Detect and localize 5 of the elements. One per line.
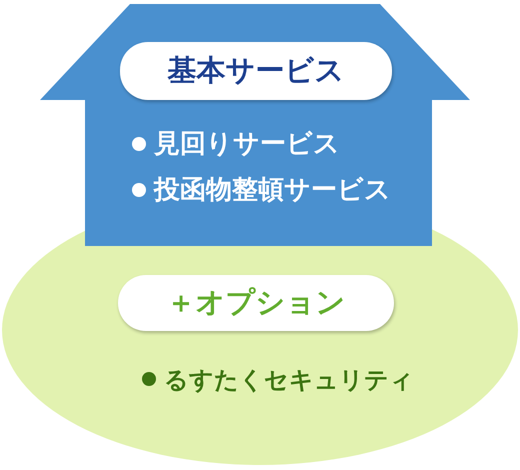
list-item: 見回りサービス xyxy=(154,128,340,160)
list-item: るすたくセキュリティ xyxy=(164,365,414,395)
heading-label: ＋オプション xyxy=(118,275,394,331)
list-item: 投函物整頓サービス xyxy=(154,174,391,206)
heading-label: 基本サービス xyxy=(120,42,392,100)
